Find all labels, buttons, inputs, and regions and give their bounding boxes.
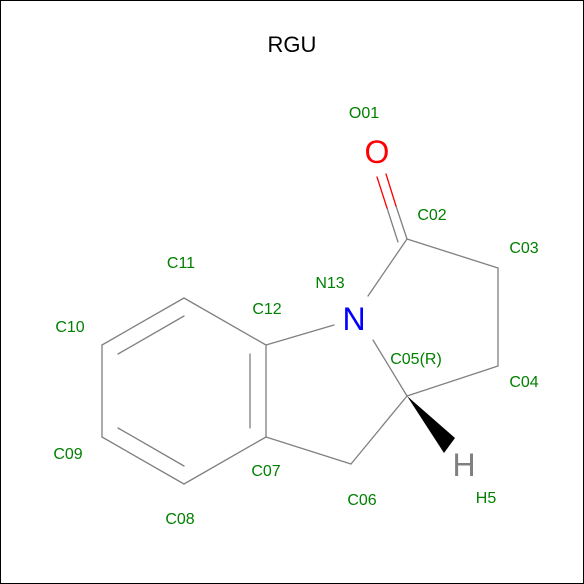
bond-c02-o01-b xyxy=(385,173,397,207)
aromatic-inner-c10-c11 xyxy=(117,315,185,355)
bond-c02-n13 xyxy=(367,238,408,297)
atom-label-c03: C03 xyxy=(509,240,538,257)
bond-n13-c05 xyxy=(372,339,408,397)
bond-n13-c12 xyxy=(265,324,335,346)
aromatic-inner-c08-c09 xyxy=(117,427,185,467)
oxygen-symbol: O xyxy=(365,134,390,170)
bond-c02-c03 xyxy=(406,238,499,269)
atom-label-c12: C12 xyxy=(252,301,281,318)
wedge-bond-c05-h5 xyxy=(407,396,455,453)
bond-c02-o01-c xyxy=(386,207,399,243)
hydrogen-symbol: H xyxy=(452,447,475,483)
atom-label-c07: C07 xyxy=(251,463,280,480)
atom-label-c06: C06 xyxy=(347,492,376,509)
atom-label-h5: H5 xyxy=(476,490,497,507)
bond-c08-c09 xyxy=(101,436,185,485)
bond-c05-c06 xyxy=(350,395,408,465)
atom-label-c09: C09 xyxy=(53,446,82,463)
bond-c02-o01-a xyxy=(395,205,408,240)
atom-label-c10: C10 xyxy=(55,319,84,336)
nitrogen-symbol: N xyxy=(342,301,365,337)
atom-label-c08: C08 xyxy=(165,511,194,528)
atom-label-c04: C04 xyxy=(509,374,538,391)
atom-label-c02: C02 xyxy=(417,207,446,224)
molecule-title: RGU xyxy=(268,32,317,57)
atom-label-o01: O01 xyxy=(349,105,379,122)
bond-c07-c08 xyxy=(183,436,267,485)
bonds xyxy=(101,173,499,485)
bond-c11-c12 xyxy=(183,297,267,346)
atom-label-c11: C11 xyxy=(167,255,195,272)
atom-label-n13: N13 xyxy=(315,275,344,292)
atom-label-c05: C05(R) xyxy=(390,351,442,368)
bond-c04-c05 xyxy=(406,365,499,397)
bond-c10-c11 xyxy=(101,297,185,346)
bond-c02-o01-d xyxy=(376,176,388,209)
bond-c06-c07 xyxy=(265,436,352,465)
